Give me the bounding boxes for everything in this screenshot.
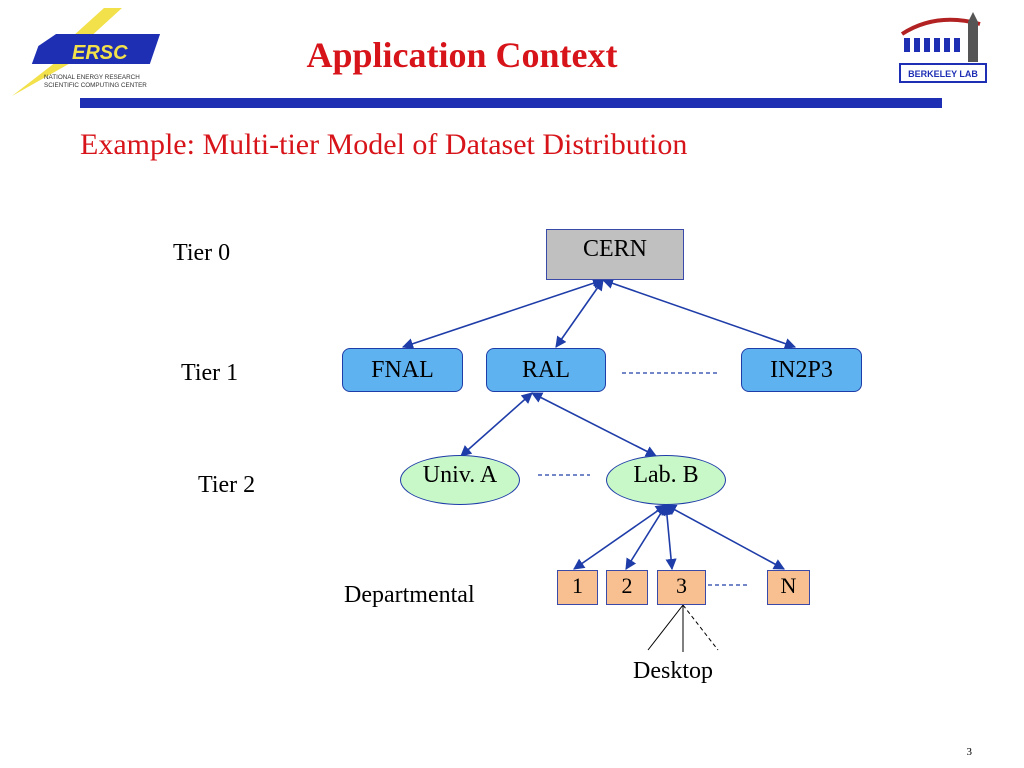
node-fnal: FNAL: [342, 348, 463, 392]
node-in2p3: IN2P3: [741, 348, 862, 392]
nersc-logo-line1: NATIONAL ENERGY RESEARCH: [44, 74, 140, 81]
arrow-ral-univa: [460, 392, 533, 457]
nersc-logo-line2: SCIENTIFIC COMPUTING CENTER: [44, 82, 147, 89]
nersc-logo: ERSC NATIONAL ENERGY RESEARCH SCIENTIFIC…: [12, 8, 161, 96]
desktop-line-left: [647, 604, 684, 651]
arrow-cern-ral: [555, 279, 604, 348]
node-dept-n: N: [767, 570, 810, 605]
node-dept-1: 1: [557, 570, 598, 605]
page-number: 3: [966, 746, 973, 758]
arrow-ral-labb: [531, 392, 657, 457]
arrow-labb-3: [661, 503, 677, 571]
departmental-label: Departmental: [344, 582, 475, 608]
slide-title: Application Context: [306, 35, 618, 75]
desktop-line-right: [682, 604, 719, 651]
node-dept-3: 3: [657, 570, 706, 605]
lightning-bolt-icon: [12, 8, 122, 96]
arrow-labb-1: [573, 504, 667, 570]
node-lab-b: Lab. B: [606, 455, 726, 505]
node-dept-2: 2: [606, 570, 648, 605]
arrow-cern-in2p3: [601, 278, 797, 349]
slide-subtitle: Example: Multi-tier Model of Dataset Dis…: [80, 128, 688, 161]
node-cern: CERN: [546, 229, 684, 280]
desktop-label: Desktop: [633, 658, 713, 684]
tier-1-label: Tier 1: [181, 360, 239, 386]
berkeley-lab-text: BERKELEY LAB: [908, 69, 978, 79]
berkeley-lab-logo: BERKELEY LAB: [899, 12, 987, 83]
arrow-labb-n: [665, 504, 785, 570]
nersc-logo-mark: ERSC: [72, 42, 128, 64]
arrow-labb-2: [625, 504, 667, 570]
arrow-cern-fnal: [401, 277, 605, 350]
tier-0-label: Tier 0: [173, 240, 231, 266]
node-univ-a: Univ. A: [400, 455, 520, 505]
title-rule: [80, 98, 942, 108]
tier-2-label: Tier 2: [198, 472, 256, 498]
node-ral: RAL: [486, 348, 606, 392]
